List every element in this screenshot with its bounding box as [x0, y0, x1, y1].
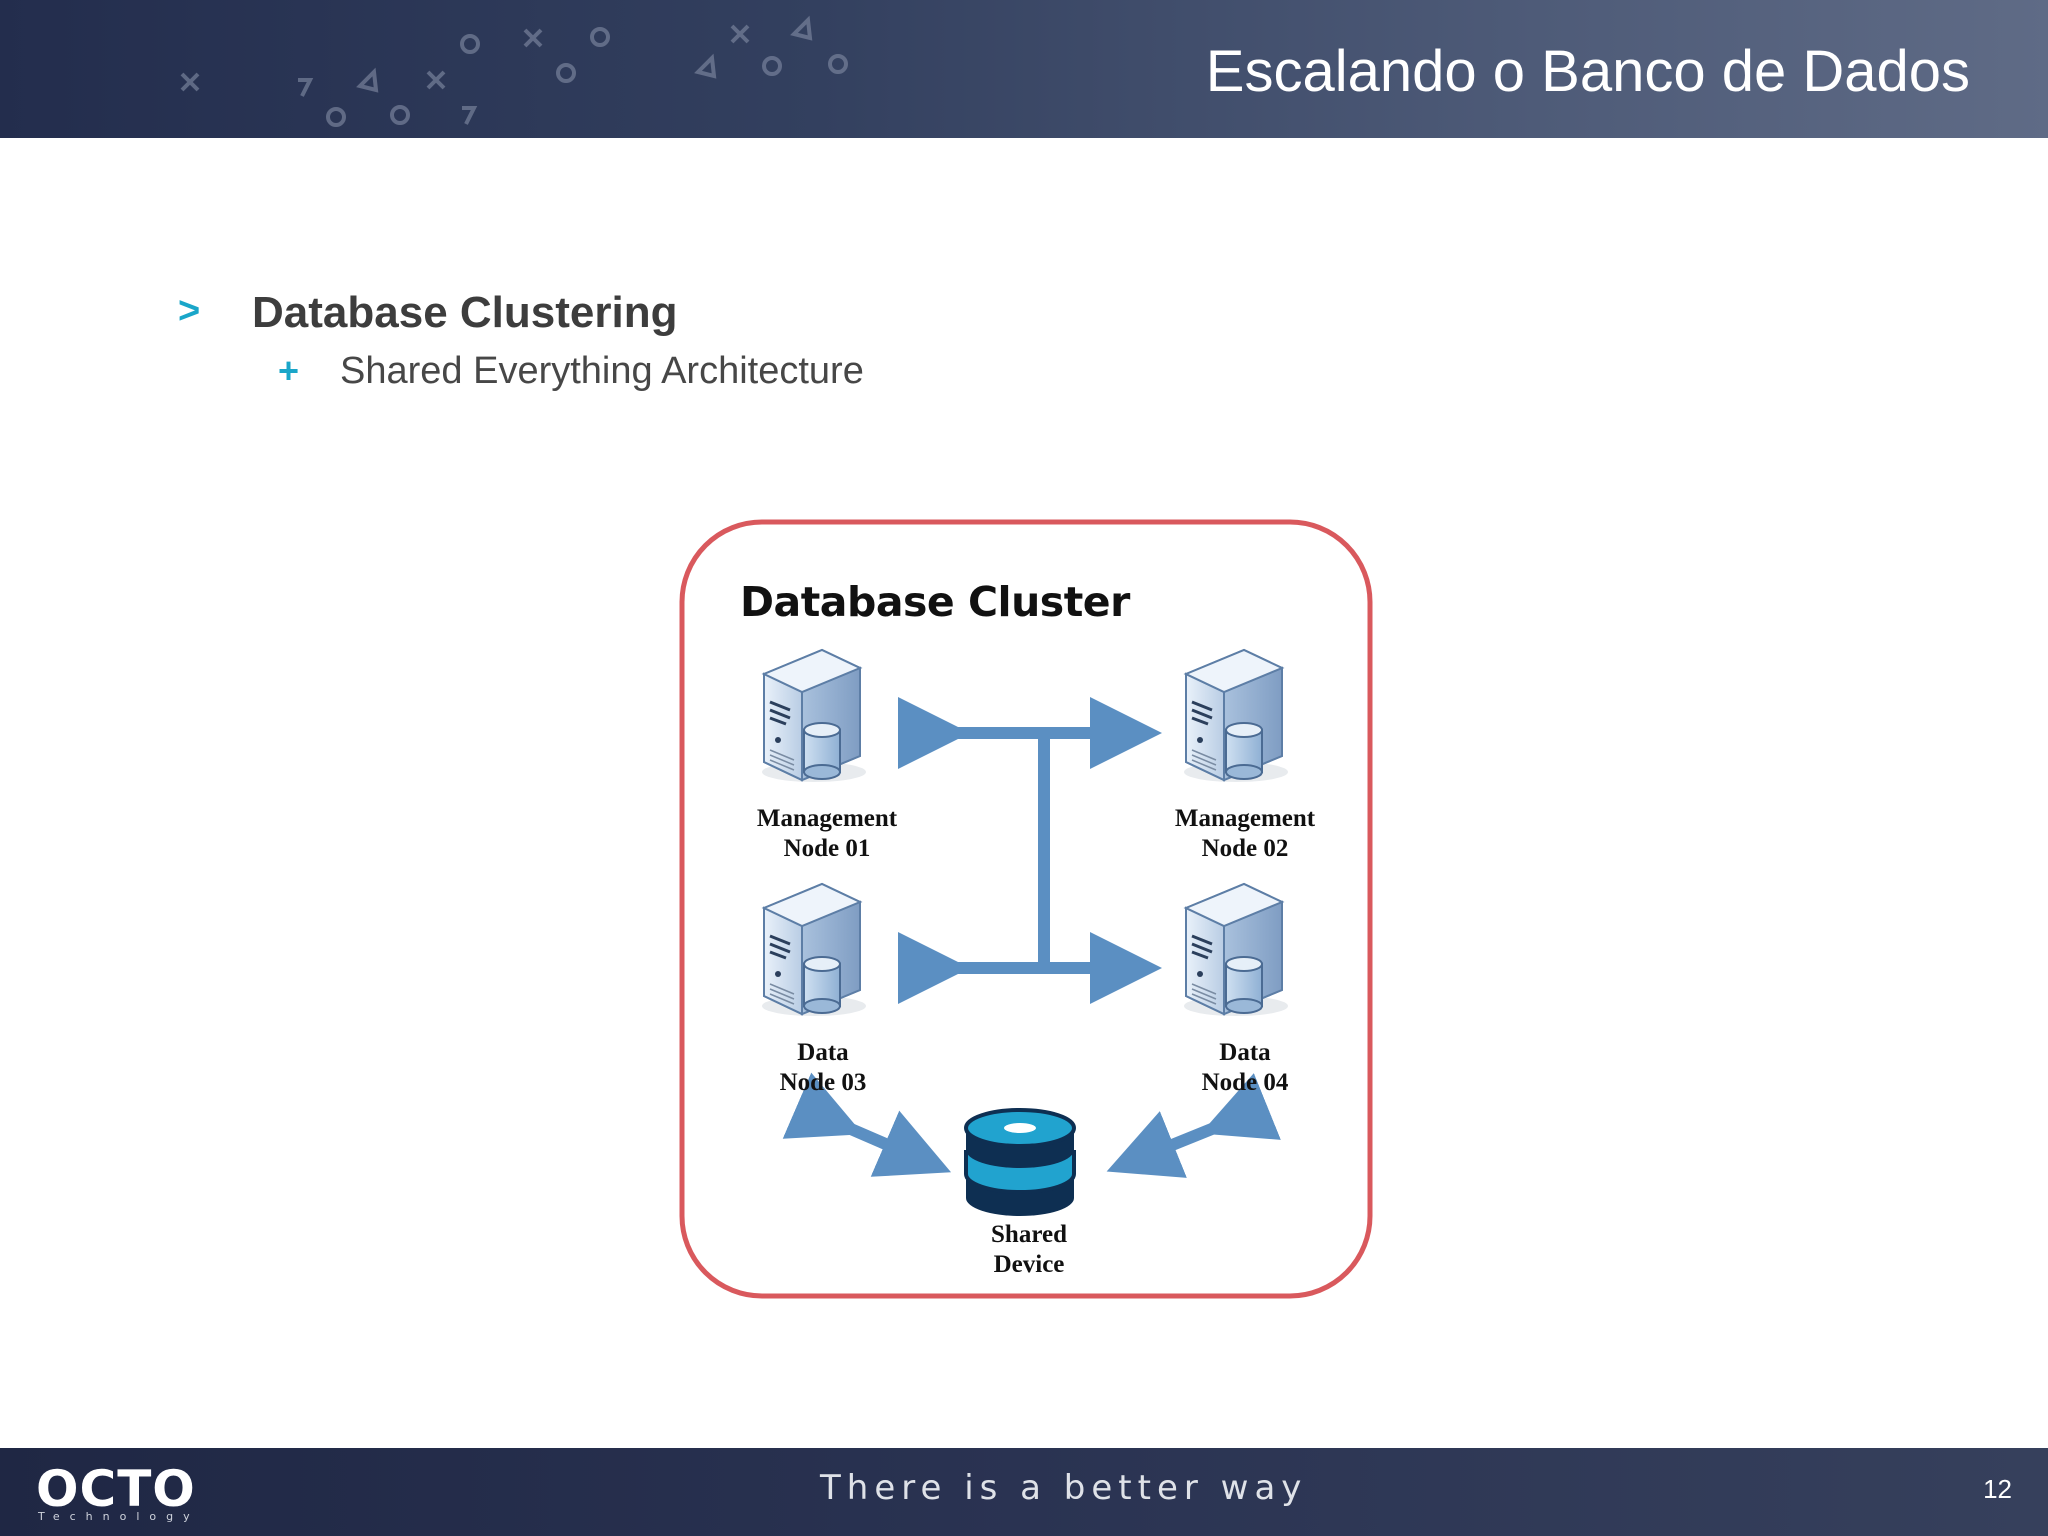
bullet-heading: Database Clustering — [252, 288, 678, 337]
plus-icon: + — [278, 350, 300, 391]
page-number: 12 — [1983, 1474, 2012, 1504]
database-icon — [964, 1108, 1076, 1216]
header-decoration — [180, 15, 848, 127]
diagram-graphics — [679, 519, 1373, 1299]
diagram-title: Database Cluster — [740, 578, 1130, 626]
logo-subtitle: Technology — [38, 1510, 200, 1523]
slide-header: Escalando o Banco de Dados — [0, 0, 2048, 138]
bullet-subitem: Shared Everything Architecture — [340, 350, 864, 392]
footer-tagline: There is a better way — [820, 1468, 1308, 1508]
chevron-right-icon: > — [178, 290, 201, 332]
slide-footer: OCTO Technology There is a better way 12 — [0, 1448, 2048, 1536]
octo-logo: OCTO — [36, 1460, 196, 1518]
slide-title: Escalando o Banco de Dados — [1205, 39, 1970, 104]
connection-arrows — [782, 697, 1281, 1178]
